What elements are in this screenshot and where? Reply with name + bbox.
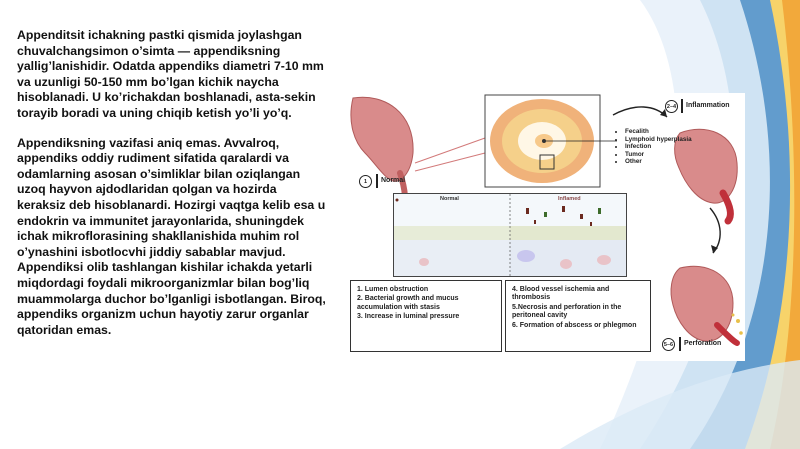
paragraph-1: Appenditsit ichakning pastki qismida joy…: [17, 28, 324, 120]
figure-illustration: [350, 94, 743, 346]
appendicitis-figure: 1 Normal 2–4 Inflammation 5–6 Perforatio…: [345, 93, 745, 361]
step-item: 6. Formation of abscess or phlegmon: [512, 321, 637, 329]
cause-item: Fecalith: [625, 128, 692, 136]
inflammation-stage-badge: 2–4: [665, 100, 678, 113]
inflamed-tissue-label: Inflamed: [558, 196, 581, 202]
inflammation-stage-label: Inflammation: [686, 102, 730, 109]
perforation-stage-label: Perforation: [684, 340, 722, 347]
cause-item: Lymphoid hyperplasia: [625, 136, 692, 144]
pathogenesis-steps-right: 4. Blood vessel ischemia and thrombosis …: [505, 280, 651, 352]
cause-item: Tumor: [625, 151, 692, 159]
normal-stage-label: Normal: [381, 177, 406, 184]
inflamed-appendix-illustration: [674, 128, 738, 225]
progress-arrows: [612, 106, 721, 254]
microscopic-view-panel: Normal Inflamed: [393, 193, 627, 277]
normal-stage-divider: [376, 174, 378, 188]
step-item: 5.Necrosis and perforation in the perito…: [512, 303, 622, 320]
cause-item: Other: [625, 158, 692, 166]
step-item: 1. Lumen obstruction: [357, 286, 429, 293]
inflammation-stage-divider: [681, 99, 683, 113]
step-item: 3. Increase in luminal pressure: [357, 313, 460, 321]
obstruction-causes-list: Fecalith Lymphoid hyperplasia Infection …: [615, 128, 692, 166]
pathogenesis-steps-left: 1. Lumen obstruction 2. Bacterial growth…: [350, 280, 502, 352]
cause-item: Infection: [625, 143, 692, 151]
perforated-appendix-illustration: [670, 265, 743, 346]
perforation-stage-badge: 5–6: [662, 338, 675, 351]
body-text: Appenditsit ichakning pastki qismida joy…: [17, 28, 327, 352]
step-item: 4. Blood vessel ischemia and thrombosis: [512, 286, 610, 302]
step-item: 2. Bacterial growth and mucus accumulati…: [357, 295, 459, 311]
microscopic-view-illustration: [394, 194, 626, 276]
normal-tissue-label: Normal: [440, 196, 459, 202]
perforation-stage-divider: [679, 337, 681, 351]
cross-section-illustration: [484, 94, 617, 188]
normal-stage-badge: 1: [359, 175, 372, 188]
paragraph-2: Appendiksning vazifasi aniq emas. Avvalr…: [17, 135, 326, 337]
